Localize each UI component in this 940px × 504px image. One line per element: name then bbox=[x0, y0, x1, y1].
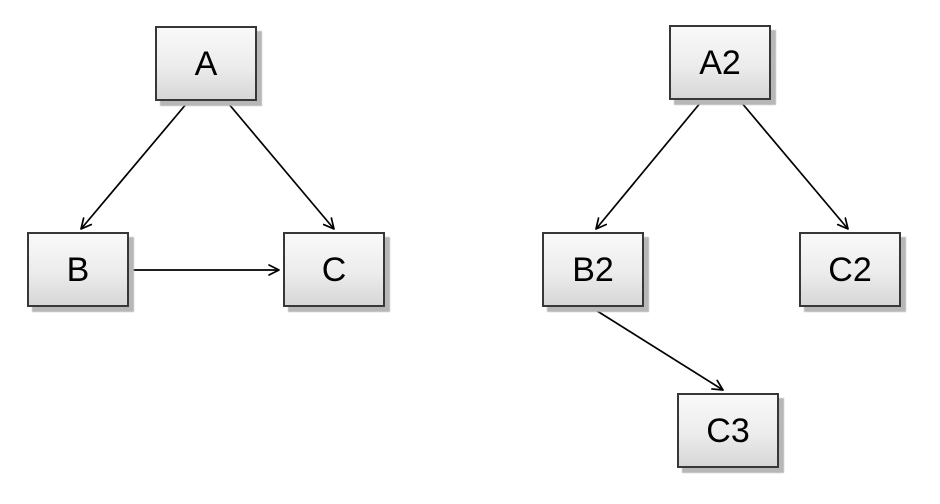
node-C-label: C bbox=[321, 250, 347, 289]
node-A-label: A bbox=[194, 44, 218, 83]
edge-B2-C3 bbox=[593, 308, 724, 391]
node-B2[interactable]: B2 bbox=[542, 232, 644, 307]
edge-A-B bbox=[80, 102, 188, 230]
node-B2-label: B2 bbox=[572, 250, 614, 289]
node-C2[interactable]: C2 bbox=[799, 232, 901, 307]
node-B[interactable]: B bbox=[27, 232, 129, 307]
edge-A-C bbox=[227, 102, 335, 230]
node-A[interactable]: A bbox=[155, 26, 257, 101]
edge-A2-C2 bbox=[740, 101, 849, 230]
node-A2-label: A2 bbox=[699, 43, 741, 82]
node-B-label: B bbox=[66, 250, 90, 289]
node-A2[interactable]: A2 bbox=[669, 25, 771, 100]
node-C[interactable]: C bbox=[283, 232, 385, 307]
node-C3[interactable]: C3 bbox=[677, 393, 779, 468]
node-C2-label: C2 bbox=[828, 250, 872, 289]
node-C3-label: C3 bbox=[706, 411, 750, 450]
edge-A2-B2 bbox=[595, 101, 702, 230]
